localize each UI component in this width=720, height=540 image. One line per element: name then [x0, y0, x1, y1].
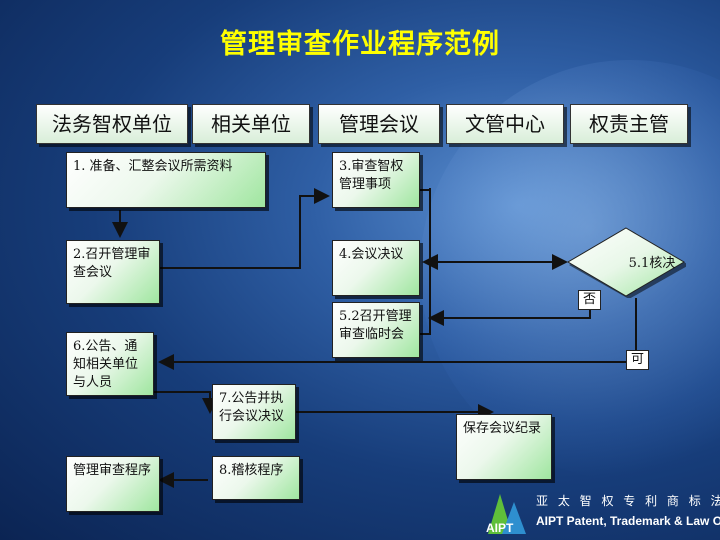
aipt-logo-mark: AIPT: [486, 494, 526, 535]
svg-text:AIPT: AIPT: [486, 521, 514, 535]
company-logo: AIPT 亚 太 智 权 专 利 商 标 法 律 事 务 所 AIPT Pate…: [484, 488, 720, 540]
decision-label: 5.1核决: [629, 256, 676, 271]
step-5-1-decision: 5.1核决: [566, 226, 689, 299]
step-6-announce-notify: 6.公告、通知相关单位与人员: [66, 332, 154, 396]
label-no: 否: [578, 290, 602, 310]
step-4-meeting-resolution: 4.会议决议: [332, 240, 420, 296]
step-2-hold-review-meeting: 2.召开管理审查会议: [66, 240, 160, 304]
logo-chinese-name: 亚 太 智 权 专 利 商 标 法 律 事 务 所: [536, 494, 720, 508]
arrow-2-to-3: [160, 188, 330, 269]
logo-english-name: AIPT Patent, Trademark & Law Office: [536, 514, 720, 528]
column-header-document-center: 文管中心: [446, 104, 564, 144]
step-5-2-emergency-meeting: 5.2召开管理审查临时会: [332, 302, 420, 358]
label-yes: 可: [626, 350, 650, 370]
save-meeting-records: 保存会议纪录: [456, 414, 552, 480]
step-1-prepare-materials: 1. 准备、汇整会议所需资料: [66, 152, 266, 208]
step-7-announce-execute: 7.公告并执行会议决议: [212, 384, 296, 440]
arrow-no-to-5-2: [428, 298, 591, 326]
management-review-procedure: 管理审查程序: [66, 456, 160, 512]
step-8-audit-procedure: 8.稽核程序: [212, 456, 300, 500]
arrow-6-to-7: [152, 391, 218, 414]
page-title: 管理审查作业程序范例: [220, 29, 500, 60]
column-header-related-units: 相关单位: [192, 104, 310, 144]
column-header-responsible-manager: 权责主管: [570, 104, 688, 144]
arrow-5-2-loop: [420, 188, 431, 335]
column-header-management-meeting: 管理会议: [318, 104, 440, 144]
step-3-review-ip-matters: 3.审查智权管理事项: [332, 152, 420, 208]
column-header-legal-ip: 法务智权单位: [36, 104, 188, 144]
decision-diamond: 5.1核决: [567, 227, 689, 299]
